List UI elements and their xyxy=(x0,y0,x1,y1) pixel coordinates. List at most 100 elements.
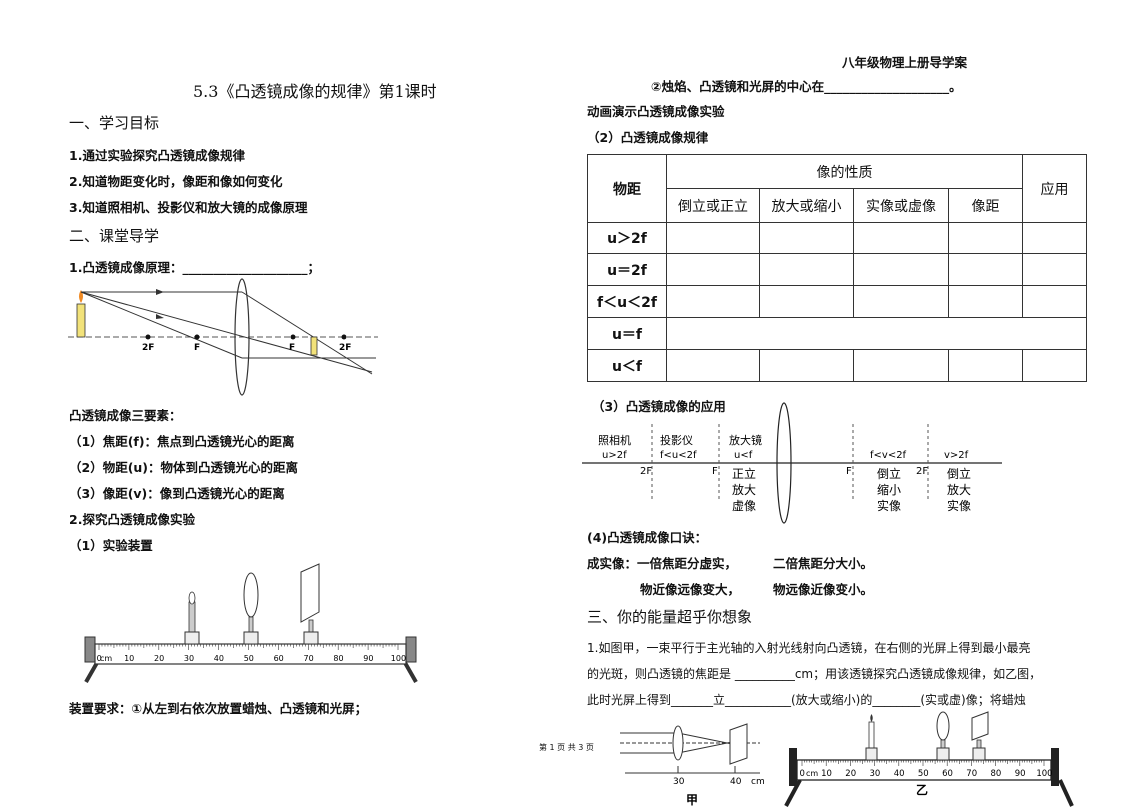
right1-line-2: 缩小 xyxy=(877,482,901,497)
row-f-lt-u-lt-2f: f＜u＜2f xyxy=(587,285,667,318)
cell-blank[interactable] xyxy=(759,253,854,286)
principle-blank[interactable]: ____________________ xyxy=(182,260,308,275)
yi-tick-label: 50 xyxy=(918,769,929,779)
yi-tick-label: 30 xyxy=(870,769,881,779)
question1-line2: 的光斑，则凸透镜的焦距是 __________cm；用该透镜探究凸透镜成像规律，… xyxy=(587,667,1042,681)
principle-label: 1.凸透镜成像原理： xyxy=(69,260,183,275)
principle-line: 1.凸透镜成像原理：____________________； xyxy=(69,257,320,276)
cell-blank[interactable] xyxy=(853,222,949,254)
mark-2f-left: 2F xyxy=(640,466,652,477)
cell-blank[interactable] xyxy=(1022,222,1087,254)
question1-line1: 1.如图甲，一束平行于主光轴的入射光线射向凸透镜，在右侧的光屏上得到最小最亮 xyxy=(587,641,1031,655)
image-candle-icon xyxy=(310,336,318,356)
yi-tick-label: 90 xyxy=(1015,769,1026,779)
yi-lens-icon xyxy=(936,711,950,761)
th-application: 应用 xyxy=(1022,154,1087,223)
jia-screen-icon xyxy=(729,723,748,765)
device-camera: 照相机 xyxy=(598,433,631,447)
virtual-line-2: 放大 xyxy=(732,482,756,497)
section-guide: 二、课堂导学 xyxy=(69,227,160,245)
mnemonic-2b: 物远像近像变小。 xyxy=(773,582,874,597)
cond-camera: u>2f xyxy=(602,450,627,461)
label-2f-right: 2F xyxy=(339,343,351,353)
bench-tick-label: 80 xyxy=(333,654,343,663)
cell-blank[interactable] xyxy=(1022,349,1087,382)
yi-screen-icon xyxy=(971,711,989,761)
experiment-setup: （1）实验装置 xyxy=(69,538,153,553)
cell-blank[interactable] xyxy=(853,253,949,286)
device-magnifier: 放大镜 xyxy=(729,433,762,447)
th-inverted-upright: 倒立或正立 xyxy=(666,188,760,223)
candle-holder-icon xyxy=(184,591,200,645)
application-diagram: 照相机 u>2f 投影仪 f<u<2f 放大镜 u<f 2F F F 2F 正立… xyxy=(582,402,1002,524)
candle-icon xyxy=(76,290,86,338)
yi-tick-label: 20 xyxy=(845,769,856,779)
goal-3: 3.知道照相机、投影仪和放大镜的成像原理 xyxy=(69,200,308,215)
cell-blank[interactable] xyxy=(1022,253,1087,286)
cond-magnifier: u<f xyxy=(734,450,753,461)
cell-blank[interactable] xyxy=(853,285,949,318)
application-title: （3）凸透镜成像的应用 xyxy=(592,399,726,414)
cell-blank[interactable] xyxy=(666,253,760,286)
goal-2: 2.知道物距变化时，像距和像如何变化 xyxy=(69,174,283,189)
bench-tick-label: 40 xyxy=(214,654,224,663)
right1-line-3: 实像 xyxy=(877,498,901,513)
mark-2f-right: 2F xyxy=(916,466,928,477)
bench-tick-label: 10 xyxy=(124,654,134,663)
th-magnify-reduce: 放大或缩小 xyxy=(759,188,854,223)
animation-demo: 动画演示凸透镜成像实验 xyxy=(587,104,725,119)
element-image-distance: （3）像距(v)：像到凸透镜光心的距离 xyxy=(69,486,285,501)
row-u-gt-2f: u＞2f xyxy=(587,222,667,254)
elements-title: 凸透镜成像三要素： xyxy=(69,408,182,423)
cell-blank[interactable] xyxy=(948,253,1023,286)
row-u-eq-f: u＝f xyxy=(587,317,667,350)
cell-blank[interactable] xyxy=(948,285,1023,318)
bench-tick-label: 50 xyxy=(244,654,254,663)
ray-diagram: 2F F F 2F xyxy=(68,278,378,396)
rule-title: （2）凸透镜成像规律 xyxy=(587,130,709,145)
th-object-distance: 物距 xyxy=(587,154,667,223)
imaging-rule-table: 物距 像的性质 应用 倒立或正立 放大或缩小 实像或虚像 像距 u＞2f u＝2… xyxy=(587,154,1087,382)
cell-blank[interactable] xyxy=(853,349,949,382)
label-f-right: F xyxy=(289,343,295,353)
cell-blank[interactable] xyxy=(666,222,760,254)
device-projector: 投影仪 xyxy=(660,433,693,447)
experiment-title: 2.探究凸透镜成像实验 xyxy=(69,512,195,527)
bench-unit: cm xyxy=(100,654,112,663)
mark-f-left: F xyxy=(712,466,718,477)
cell-blank[interactable] xyxy=(948,349,1023,382)
cell-blank[interactable] xyxy=(759,222,854,254)
cond-right-1: f<v<2f xyxy=(870,450,907,461)
jia-caption: 甲 xyxy=(686,793,698,807)
th-image-nature: 像的性质 xyxy=(666,154,1023,189)
cell-blank[interactable] xyxy=(759,285,854,318)
cell-blank[interactable] xyxy=(759,349,854,382)
center-end: 。 xyxy=(949,79,962,94)
right2-line-3: 实像 xyxy=(947,498,971,513)
center-blank[interactable]: ____________________ xyxy=(824,79,950,94)
yi-tick-label: 80 xyxy=(991,769,1002,779)
right1-line-1: 倒立 xyxy=(877,466,901,481)
bench-lens-icon xyxy=(243,572,259,645)
th-real-virtual: 实像或虚像 xyxy=(853,188,949,223)
light-screen-icon xyxy=(300,563,320,645)
center-requirement: ②烛焰、凸透镜和光屏的中心在____________________。 xyxy=(651,76,962,95)
yi-tick-label: 10 xyxy=(821,769,832,779)
jia-tick-30: 30 xyxy=(673,777,685,787)
cell-blank[interactable] xyxy=(1022,285,1087,318)
label-2f-left: 2F xyxy=(142,343,154,353)
yi-tick-label: 40 xyxy=(894,769,905,779)
cell-blank[interactable] xyxy=(666,349,760,382)
mnemonic-1b: 二倍焦距分大小。 xyxy=(773,556,874,571)
principle-end: ； xyxy=(307,260,320,275)
lesson-title: 5.3《凸透镜成像的规律》第1课时 xyxy=(193,82,437,101)
bench-tick-label: 30 xyxy=(184,654,194,663)
yi-tick-label: 100 xyxy=(1036,769,1052,779)
section-extra: 三、你的能量超乎你想象 xyxy=(587,608,753,626)
cell-blank-wide[interactable] xyxy=(666,317,1087,350)
cell-blank[interactable] xyxy=(948,222,1023,254)
cell-blank[interactable] xyxy=(666,285,760,318)
yi-tick-label: 0 xyxy=(799,769,804,779)
yi-tick-label: 70 xyxy=(966,769,977,779)
